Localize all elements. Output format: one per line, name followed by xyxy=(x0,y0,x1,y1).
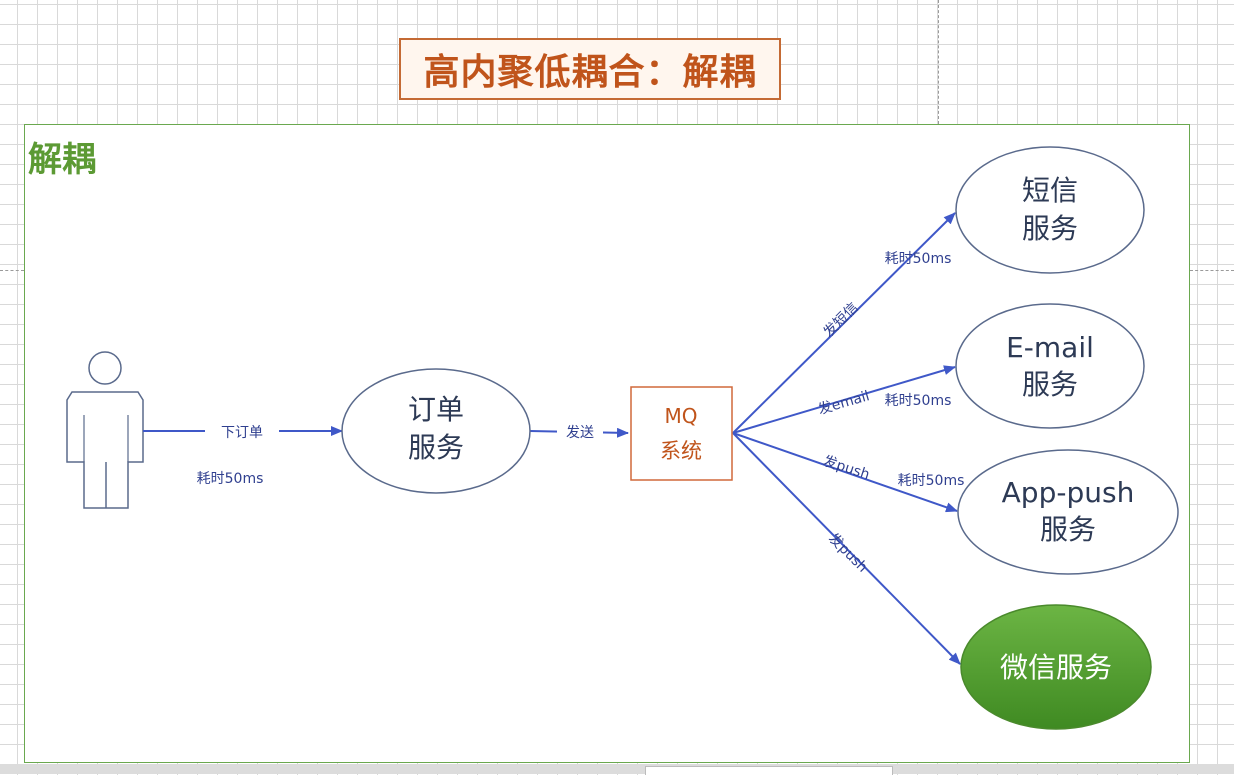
email-service-label-2: 服务 xyxy=(1022,368,1078,401)
edge-cost-email: 耗时50ms xyxy=(885,393,952,409)
guide-line-horizontal-left xyxy=(0,270,24,271)
edge-label-send-push: 发push xyxy=(821,453,872,483)
guide-line-horizontal-right xyxy=(1190,270,1234,271)
email-service-label-1: E-mail xyxy=(1006,331,1094,364)
apppush-service-node[interactable]: App-push 服务 xyxy=(957,449,1179,575)
diagram-title-text: 高内聚低耦合：解耦 xyxy=(423,52,757,93)
user-actor-icon[interactable] xyxy=(66,351,144,509)
bottom-scrollbar[interactable] xyxy=(0,764,1234,774)
order-service-label-2: 服务 xyxy=(408,431,464,464)
edge-cost-apppush: 耗时50ms xyxy=(898,473,965,489)
edge-order-to-mq[interactable]: 发送 xyxy=(529,422,629,441)
edge-label-send-sms: 发短信 xyxy=(821,300,862,341)
order-service-label-1: 订单 xyxy=(408,393,464,426)
sms-service-label-2: 服务 xyxy=(1022,212,1078,245)
sms-service-node[interactable]: 短信 服务 xyxy=(955,146,1145,274)
edge-label-place-order: 下订单 xyxy=(221,425,263,441)
edge-label-send: 发送 xyxy=(566,425,594,441)
edge-label-send-push-wechat: 发push xyxy=(825,531,870,576)
mq-label-2: 系统 xyxy=(660,439,702,463)
wechat-service-node[interactable]: 微信服务 xyxy=(960,604,1152,730)
edge-cost-place-order: 耗时50ms xyxy=(197,471,264,487)
bottom-scrollbar-thumb[interactable] xyxy=(645,766,893,775)
sms-service-label-1: 短信 xyxy=(1022,174,1078,207)
order-service-node[interactable]: 订单 服务 xyxy=(341,368,531,494)
mq-label-1: MQ xyxy=(665,404,698,428)
wechat-service-label: 微信服务 xyxy=(1000,651,1112,684)
edge-label-send-email: 发email xyxy=(816,388,871,418)
edge-user-to-order[interactable]: 下订单 耗时50ms xyxy=(143,419,343,487)
guide-line-vertical xyxy=(938,0,939,124)
diagram-title[interactable]: 高内聚低耦合：解耦 xyxy=(399,38,781,100)
apppush-service-label-2: 服务 xyxy=(1040,513,1096,546)
email-service-node[interactable]: E-mail 服务 xyxy=(955,303,1145,429)
group-label: 解耦 xyxy=(28,140,96,180)
edge-mq-to-apppush[interactable]: 发push 耗时50ms xyxy=(732,432,965,513)
edge-cost-sms: 耗时50ms xyxy=(885,251,952,267)
apppush-service-label-1: App-push xyxy=(1002,476,1135,509)
mq-system-node[interactable]: MQ 系统 xyxy=(630,386,733,481)
